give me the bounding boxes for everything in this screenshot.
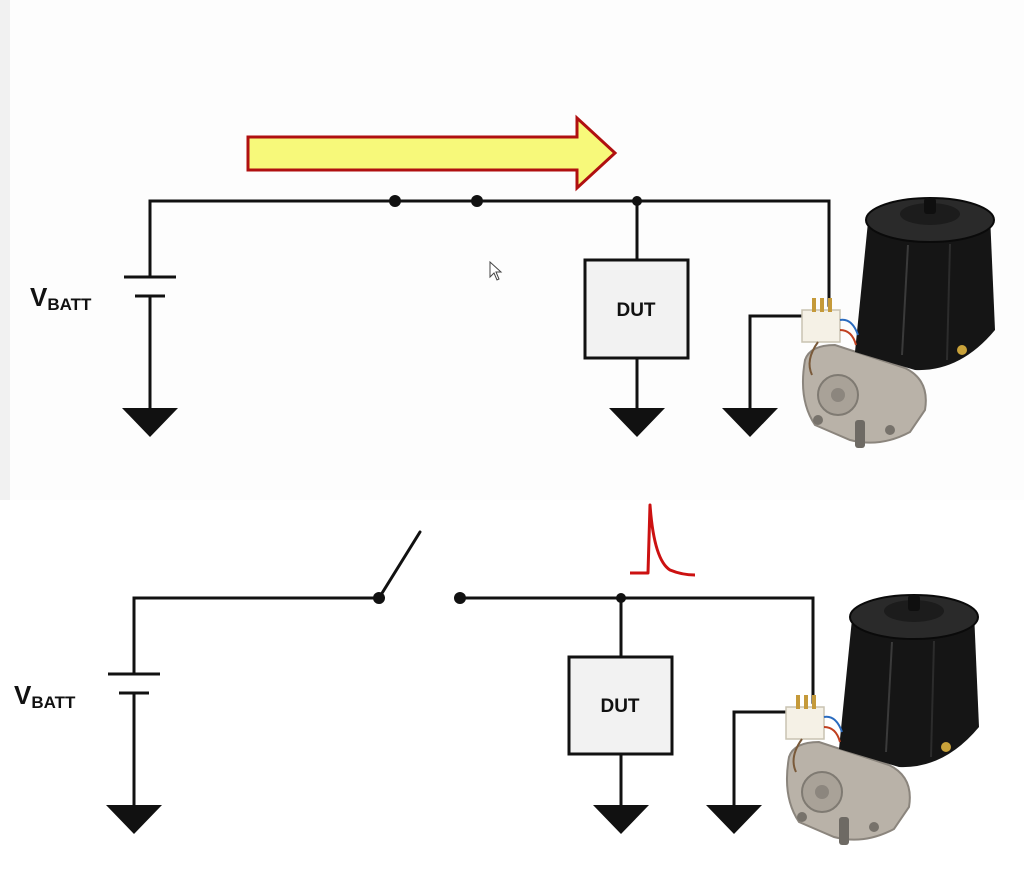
transient-spike-icon	[630, 503, 696, 577]
bottom-motor-ground-lead	[732, 710, 794, 807]
vbatt-label: VBATT	[30, 282, 92, 314]
dut-label: DUT	[600, 696, 639, 717]
battery-icon	[124, 275, 176, 298]
current-arrow-icon	[246, 114, 618, 192]
top-main-wire	[148, 199, 831, 308]
dut-box: DUT	[583, 258, 690, 360]
bottom-circuit: DUT VBATT	[14, 503, 979, 845]
top-circuit: DUT VBATT	[30, 114, 995, 448]
bottom-left-wire	[132, 596, 381, 675]
battery-icon	[108, 672, 160, 695]
ground-icon	[609, 408, 665, 437]
switch-icon	[373, 592, 466, 604]
motor-icon	[785, 594, 979, 845]
upper-panel-edge	[0, 0, 10, 500]
ground-icon	[593, 805, 649, 834]
junction-node	[632, 196, 642, 206]
switch-icon	[389, 195, 483, 207]
dut-box: DUT	[567, 655, 674, 756]
junction-node	[616, 593, 626, 603]
vbatt-label: VBATT	[14, 680, 76, 712]
ground-icon	[122, 408, 178, 437]
ground-icon	[106, 805, 162, 834]
ground-icon	[706, 805, 762, 834]
switch-blade	[377, 530, 422, 600]
bottom-right-wire	[458, 596, 815, 705]
motor-icon	[801, 197, 995, 448]
cursor-icon	[489, 260, 503, 281]
ground-icon	[722, 408, 778, 437]
dut-label: DUT	[616, 300, 655, 321]
top-motor-ground-lead	[748, 314, 810, 410]
